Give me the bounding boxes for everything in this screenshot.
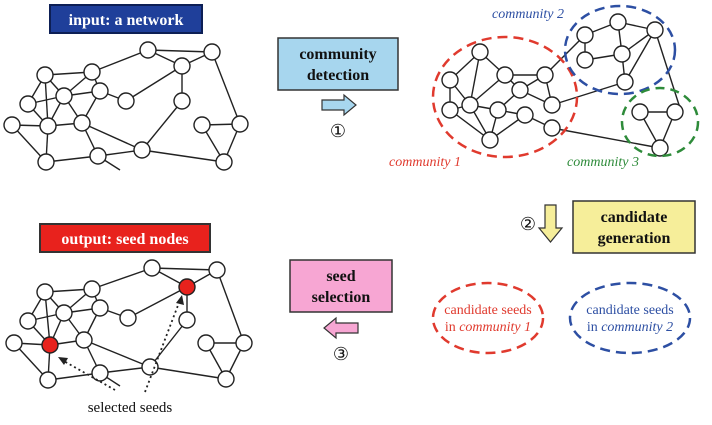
network-node: [173, 92, 191, 110]
network-node: [208, 261, 226, 279]
step3-arrow: [323, 316, 359, 340]
network-node: [36, 66, 54, 84]
step2-number: ②: [520, 214, 536, 235]
network-node: [3, 116, 21, 134]
network-node: [5, 334, 23, 352]
network-node: [141, 358, 159, 376]
network-node: [139, 41, 157, 59]
network-node: [83, 280, 101, 298]
input-label-box: [49, 4, 203, 34]
network-node: [217, 370, 235, 388]
network-node: [543, 96, 561, 114]
seed-node: [41, 336, 59, 354]
step2-line2: generation: [598, 230, 671, 247]
community1-label: community 1: [389, 155, 461, 170]
network-node: [613, 45, 631, 63]
network-node: [631, 103, 649, 121]
network-node: [461, 96, 479, 114]
network-node: [19, 312, 37, 330]
network-node: [576, 26, 594, 44]
network-node: [666, 103, 684, 121]
candidate1-ellipse: [431, 281, 545, 355]
step1-number: ①: [330, 121, 346, 142]
network-node: [441, 101, 459, 119]
network-node: [117, 92, 135, 110]
network-node: [91, 364, 109, 382]
network-node: [83, 63, 101, 81]
network-node: [203, 43, 221, 61]
output-network-nodes: [5, 259, 253, 389]
network-node: [481, 131, 499, 149]
network-node: [178, 311, 196, 329]
network-node: [89, 147, 107, 165]
candidate1-line2: in community 1: [445, 320, 531, 335]
network-node: [235, 334, 253, 352]
step1-box: [277, 37, 399, 91]
network-node: [543, 119, 561, 137]
step1-arrow: [321, 93, 357, 117]
network-node: [489, 101, 507, 119]
network-node: [39, 117, 57, 135]
step3-number: ③: [333, 344, 349, 365]
network-node: [536, 66, 554, 84]
input-network-nodes: [3, 41, 249, 171]
network-node: [55, 87, 73, 105]
selected-seeds-pointers: [61, 299, 181, 393]
network-node: [143, 259, 161, 277]
network-node: [516, 106, 534, 124]
seed-node: [178, 278, 196, 296]
step1-line1: community: [299, 46, 376, 63]
candidate2-line2: in community 2: [587, 320, 673, 335]
network-node: [73, 114, 91, 132]
step2-arrow: [537, 204, 564, 243]
step3-line1: seed: [326, 268, 355, 285]
network-node: [19, 95, 37, 113]
network-node: [215, 153, 233, 171]
network-node: [91, 82, 109, 100]
network-node: [197, 334, 215, 352]
network-node: [616, 73, 634, 91]
network-node: [193, 116, 211, 134]
step3-line2: selection: [312, 289, 371, 306]
network-node: [55, 304, 73, 322]
network-node: [511, 81, 529, 99]
pointer-arrowheads: [58, 295, 184, 365]
community3-ellipse: [620, 86, 700, 158]
network-node: [646, 21, 664, 39]
candidate2-line1: candidate seeds: [586, 303, 673, 318]
candidate1-line1: candidate seeds: [444, 303, 531, 318]
network-node: [37, 153, 55, 171]
community2-ellipse: [563, 4, 677, 96]
input-label: input: a network: [69, 12, 184, 29]
network-node: [36, 283, 54, 301]
network-node: [119, 309, 137, 327]
network-node: [496, 66, 514, 84]
step2-line1: candidate: [601, 209, 668, 226]
network-node: [609, 13, 627, 31]
network-node: [133, 141, 151, 159]
community2-label: community 2: [492, 7, 564, 22]
step2-box: [572, 200, 696, 254]
network-node: [75, 331, 93, 349]
network-node: [576, 51, 594, 69]
network-node: [441, 71, 459, 89]
network-node: [231, 115, 249, 133]
network-node: [39, 371, 57, 389]
network-node: [173, 57, 191, 75]
network-node: [651, 139, 669, 157]
selected-seeds-label: selected seeds: [88, 400, 173, 416]
community-network-nodes: [441, 13, 684, 157]
network-node: [91, 299, 109, 317]
step3-box: [289, 259, 393, 313]
output-label-box: [39, 223, 211, 253]
output-label: output: seed nodes: [61, 231, 188, 248]
network-node: [471, 43, 489, 61]
candidate2-ellipse: [568, 281, 692, 355]
community3-label: community 3: [567, 155, 639, 170]
step1-line2: detection: [307, 67, 369, 84]
community1-ellipse: [431, 35, 579, 159]
